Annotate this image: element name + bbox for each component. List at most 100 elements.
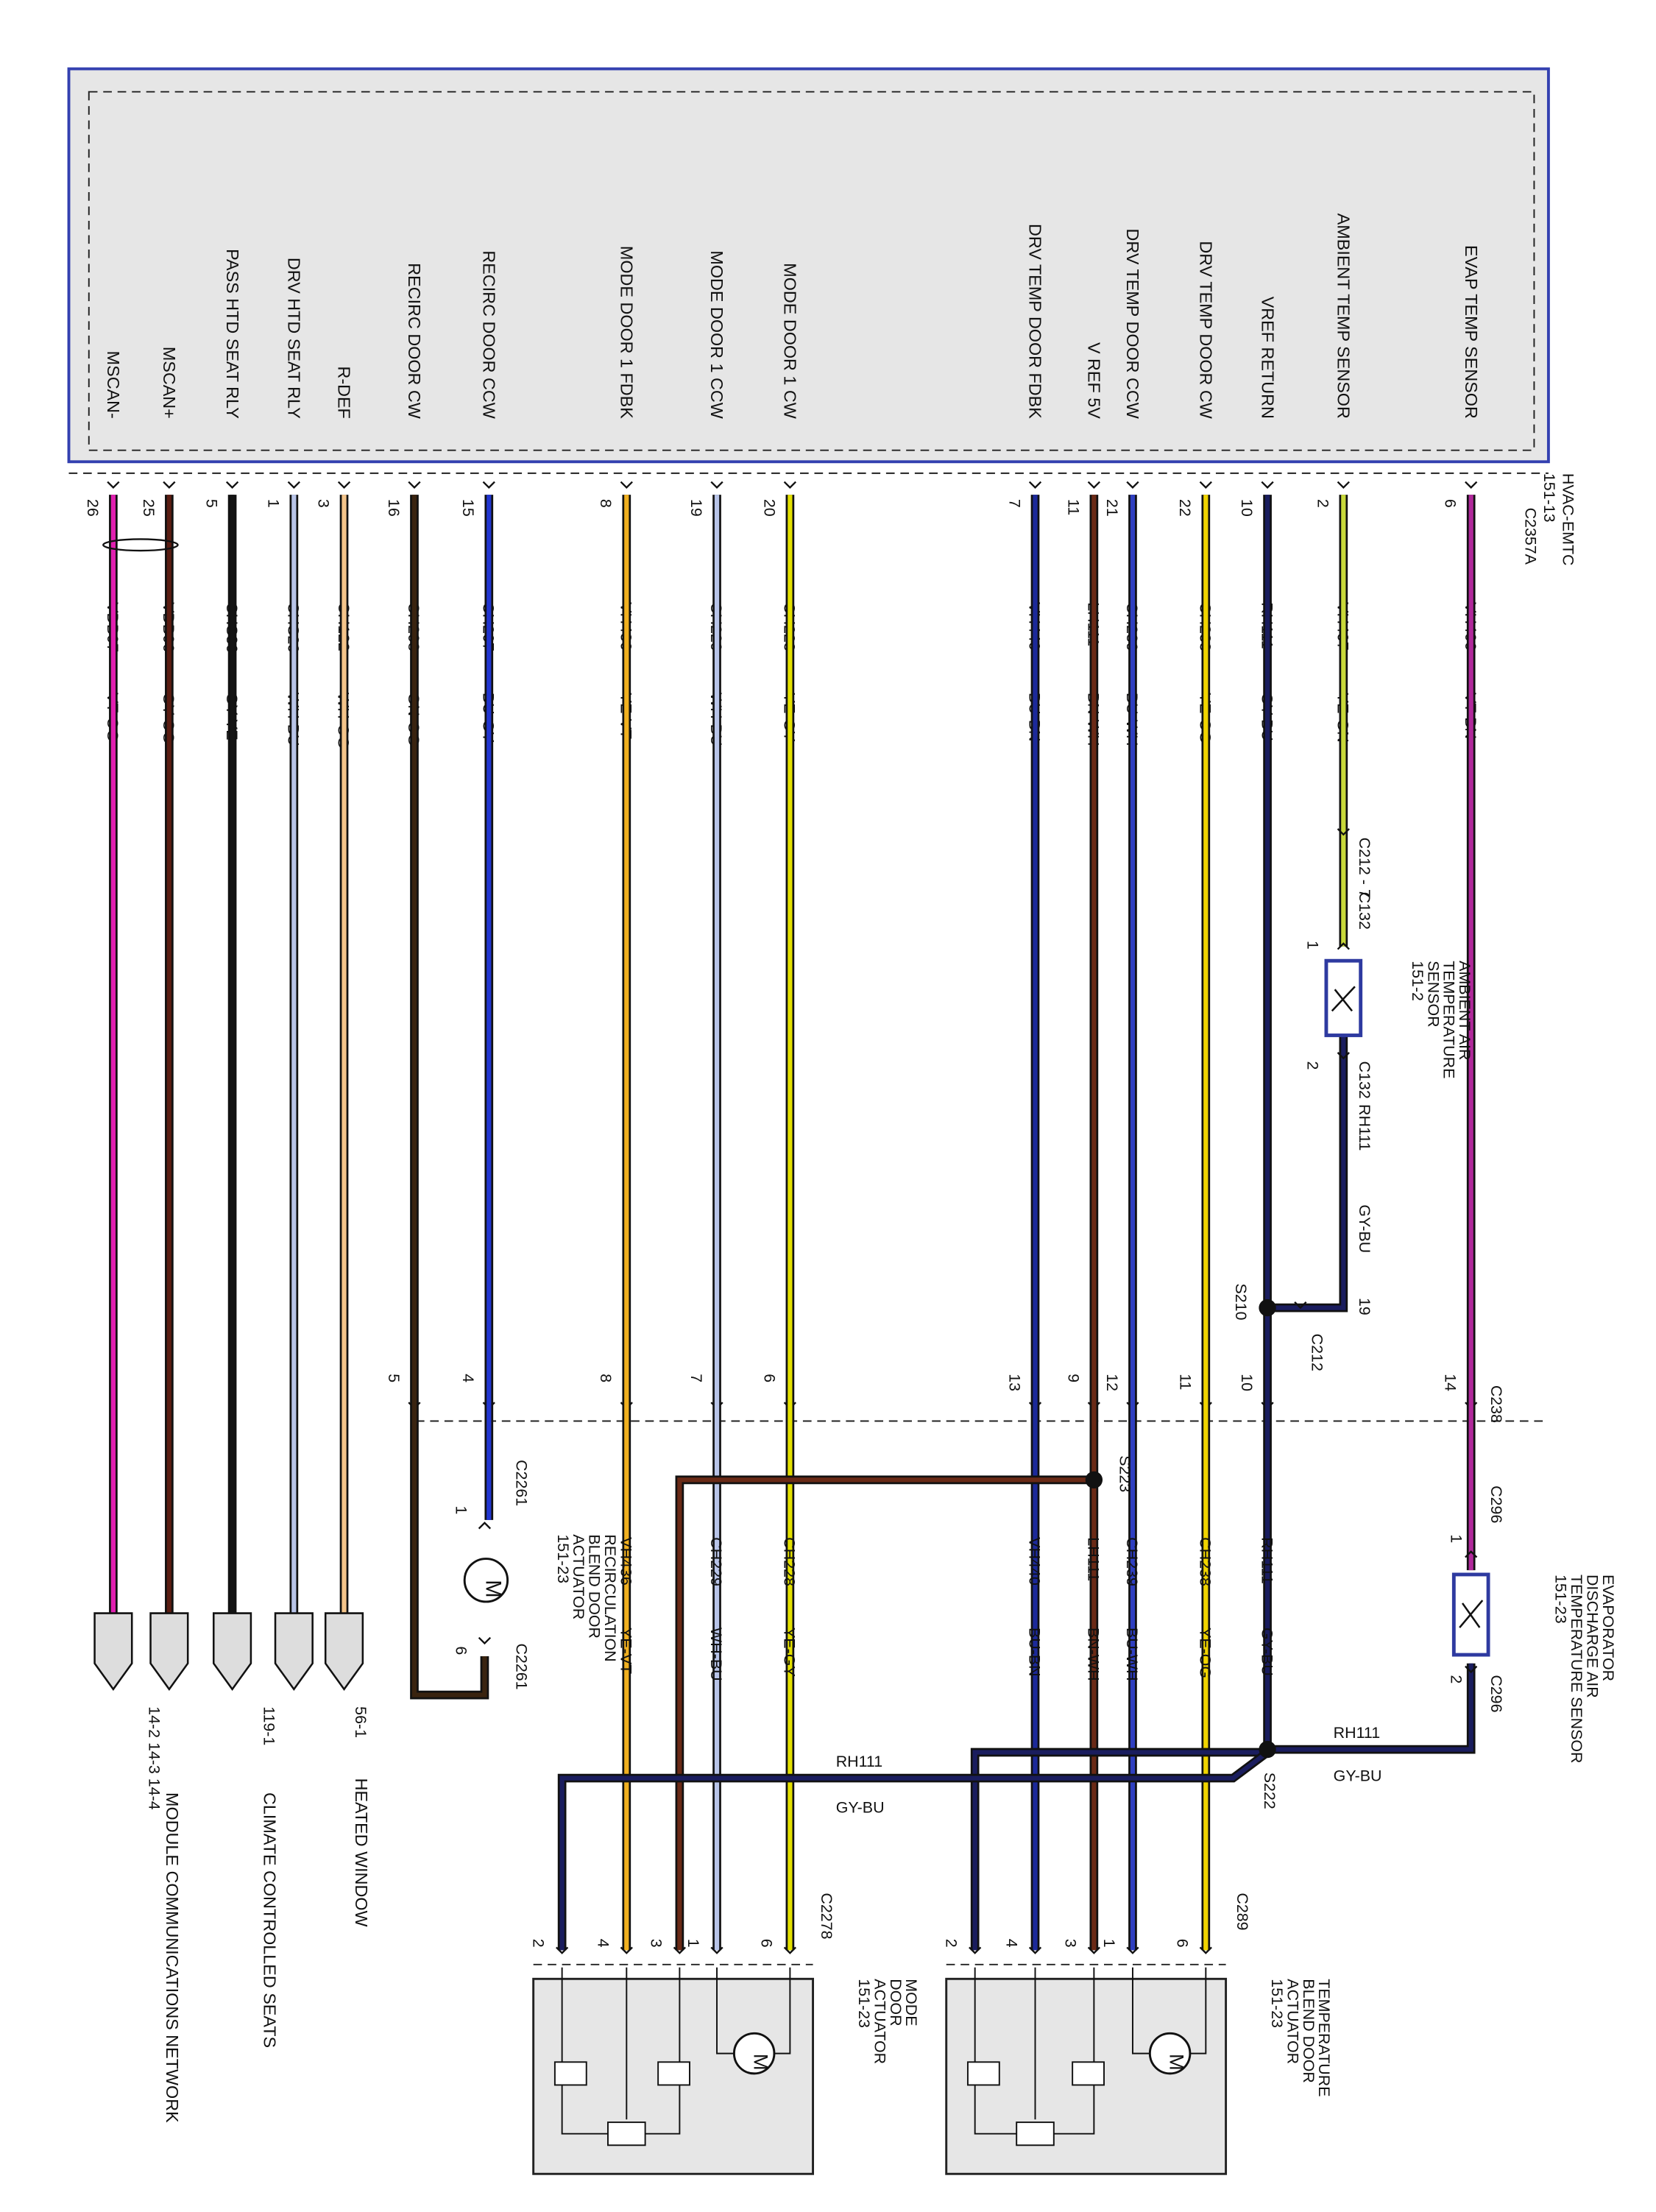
temp_actuator-chevron bbox=[1028, 1946, 1042, 1954]
mode_actuator-chevron bbox=[620, 1946, 633, 1954]
evap-pin-in: 1 bbox=[1447, 1534, 1465, 1543]
pin-label: V REF 5V bbox=[1085, 342, 1104, 419]
pin-number: 5 bbox=[203, 499, 221, 508]
circuit-code-lower: VH436 bbox=[618, 1537, 635, 1585]
ambient-chevron-out bbox=[1337, 1052, 1350, 1060]
evap-c296-label-out: C296 bbox=[1487, 1675, 1505, 1712]
resistor-icon bbox=[607, 2121, 646, 2146]
ambient-sensor-label-line: AMBIENT AIR bbox=[1456, 961, 1473, 1060]
pin-label: MSCAN+ bbox=[160, 347, 179, 419]
page-off-connector bbox=[93, 1612, 133, 1691]
wire-ambient-return bbox=[1267, 1025, 1348, 1312]
wire-bus-temp bbox=[970, 1748, 1268, 1951]
temp_actuator-motor-wiring bbox=[1131, 1967, 1207, 2054]
pin-number: 19 bbox=[687, 499, 705, 517]
splice-s222-label: S222 bbox=[1261, 1773, 1278, 1809]
wire-v5-mode bbox=[675, 1475, 1094, 1951]
temp_actuator-pot-wiring bbox=[974, 1967, 1095, 2135]
dest-name: HEATED WINDOW bbox=[352, 1778, 371, 1927]
c238-pin: 11 bbox=[1176, 1374, 1194, 1390]
resistor-icon bbox=[657, 2061, 690, 2086]
mode_actuator-pin: 2 bbox=[530, 1939, 548, 1948]
dest-ref: 14-2 14-3 14-4 bbox=[146, 1706, 163, 1810]
pin-connector-chevron bbox=[1465, 481, 1478, 489]
c238-pin: 10 bbox=[1238, 1374, 1256, 1391]
pin-label: MODE DOOR 1 CCW bbox=[707, 250, 726, 418]
wire-bus-mode bbox=[557, 1748, 1270, 1951]
resistor-icon bbox=[966, 2061, 1000, 2086]
c238-pin: 13 bbox=[1005, 1374, 1023, 1391]
mode_actuator-label-line: MODE bbox=[902, 1979, 920, 2026]
pin-connector-chevron bbox=[337, 481, 351, 489]
ambient-chevron-in bbox=[1337, 942, 1350, 950]
pin-connector-chevron bbox=[482, 481, 495, 489]
temp_actuator-connector-label: C289 bbox=[1234, 1893, 1251, 1930]
recirc-pin-a: 1 bbox=[452, 1505, 470, 1514]
dest-name: CLIMATE CONTROLLED SEATS bbox=[260, 1792, 279, 2048]
pin-label: MODE DOOR 1 FDBK bbox=[618, 246, 637, 419]
circuit-code-lower: CH228 bbox=[781, 1537, 799, 1586]
recirc-pin-b: 6 bbox=[452, 1646, 470, 1655]
recirc-actuator-label-line: 151-23 bbox=[554, 1534, 572, 1583]
c238-pin: 8 bbox=[597, 1374, 615, 1382]
pin-label: RECIRC DOOR CCW bbox=[479, 250, 498, 418]
ambient-pin-out: 2 bbox=[1304, 1061, 1322, 1070]
evap-return-color: GY-BU bbox=[1334, 1767, 1382, 1784]
pin-label: DRV TEMP DOOR CCW bbox=[1123, 229, 1142, 419]
pin-connector-chevron bbox=[1028, 481, 1042, 489]
splice-s210 bbox=[1259, 1298, 1276, 1317]
pin-connector-chevron bbox=[1126, 481, 1139, 489]
mode_actuator-pin: 3 bbox=[647, 1939, 665, 1948]
temp_actuator-chevron bbox=[1199, 1946, 1212, 1954]
circuit-code-lower: RH111 bbox=[1258, 1537, 1275, 1583]
pin-label: MSCAN- bbox=[104, 351, 123, 419]
page-off-connector bbox=[324, 1612, 364, 1691]
ambient-sensor-label-line: TEMPERATURE bbox=[1440, 961, 1458, 1078]
mode_actuator-chevron bbox=[783, 1946, 796, 1954]
pin-number: 25 bbox=[140, 499, 158, 517]
bus-color-label: GY-BU bbox=[836, 1798, 885, 1816]
splice-s223 bbox=[1085, 1471, 1103, 1489]
pin-label: AMBIENT TEMP SENSOR bbox=[1334, 213, 1354, 419]
motor-icon bbox=[463, 1558, 509, 1603]
wire-color-code-lower: YE-OG bbox=[1197, 1628, 1214, 1678]
pin-number: 21 bbox=[1103, 499, 1121, 517]
evap-sensor-label-line: EVAPORATOR bbox=[1599, 1575, 1617, 1681]
c212-label: C212 bbox=[1308, 1334, 1326, 1371]
page-off-connector bbox=[274, 1612, 314, 1691]
wire-color-code-lower: WH-BU bbox=[707, 1628, 725, 1681]
pin-connector-chevron bbox=[163, 481, 176, 489]
pin-connector-chevron bbox=[710, 481, 723, 489]
circuit-code-lower: VH440 bbox=[1026, 1537, 1044, 1586]
pin-label: EVAP TEMP SENSOR bbox=[1462, 245, 1481, 419]
page-off-connector bbox=[212, 1612, 252, 1691]
dest-name: MODULE COMMUNICATIONS NETWORK bbox=[163, 1792, 182, 2123]
temp_actuator-pin: 2 bbox=[943, 1939, 960, 1948]
c238-pin: 5 bbox=[385, 1374, 403, 1382]
ambient-c132-label-out: C132 bbox=[1356, 1061, 1373, 1099]
module-name: HVAC-EMTC bbox=[1559, 473, 1577, 566]
evap-sensor-label-line: 151-23 bbox=[1552, 1575, 1570, 1624]
splice-s210-label: S210 bbox=[1232, 1284, 1250, 1321]
ambient-c132-label: C132 bbox=[1356, 892, 1373, 930]
pin-number: 20 bbox=[760, 499, 778, 517]
c212-pin: 19 bbox=[1356, 1298, 1373, 1315]
twisted-pair-mark bbox=[102, 538, 179, 552]
circuit-code-lower: CH238 bbox=[1197, 1537, 1214, 1586]
thermistor-icon bbox=[1331, 986, 1356, 1012]
pin-number: 3 bbox=[314, 499, 332, 508]
mode_actuator-motor-wiring bbox=[716, 1967, 791, 2054]
evap-pin-out: 2 bbox=[1447, 1675, 1465, 1683]
evap-c296-label: C296 bbox=[1487, 1485, 1505, 1523]
pin-connector-chevron bbox=[107, 481, 120, 489]
pin-number: 22 bbox=[1176, 499, 1194, 517]
pin-label: PASS HTD SEAT RLY bbox=[223, 249, 242, 419]
pin-number: 7 bbox=[1005, 499, 1023, 508]
pin-number: 6 bbox=[1442, 499, 1459, 508]
ambient-return-color: GY-BU bbox=[1356, 1204, 1373, 1253]
temp_actuator-label-line: TEMPERATURE bbox=[1315, 1979, 1333, 2096]
pin-label: MODE DOOR 1 CW bbox=[781, 263, 800, 419]
pin-number: 26 bbox=[84, 499, 102, 517]
ambient-connector-top: C212 - 7 bbox=[1356, 838, 1373, 898]
